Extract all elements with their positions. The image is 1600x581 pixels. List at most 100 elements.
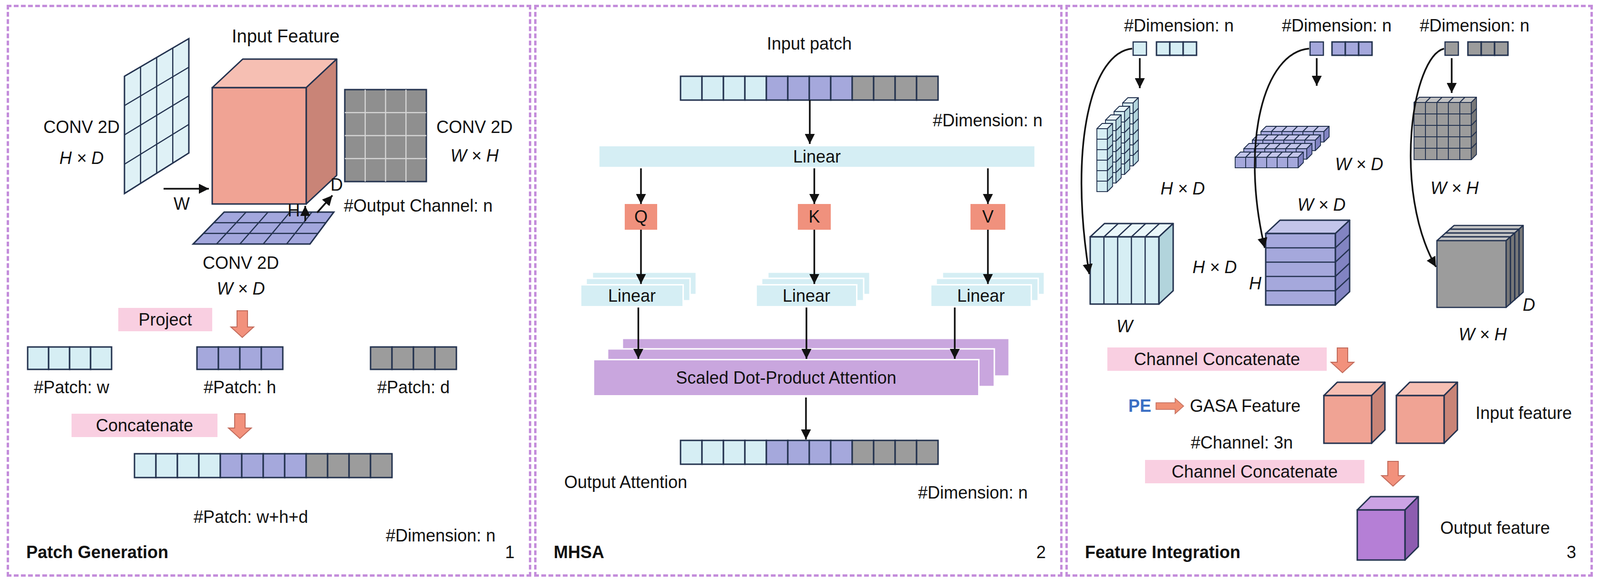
step-box: Channel Concatenate xyxy=(1145,460,1365,484)
patch-bar xyxy=(895,76,917,101)
patch-bar xyxy=(873,440,896,465)
panel-title: Feature Integration xyxy=(1084,542,1241,563)
encoding-label: PE xyxy=(1128,396,1152,416)
unit-bar xyxy=(1358,41,1373,56)
patch-bar xyxy=(155,454,178,478)
input-feature-cube xyxy=(306,59,337,205)
slice-line xyxy=(1335,234,1350,248)
unit-bar xyxy=(1169,41,1184,56)
slice-line xyxy=(1116,237,1119,305)
patch-bar xyxy=(852,440,874,465)
mhsa-figure xyxy=(586,76,1045,465)
feature-cube xyxy=(1090,237,1159,305)
block-arrow xyxy=(228,413,252,439)
voxel xyxy=(1459,125,1472,137)
voxel xyxy=(1436,136,1449,149)
axis-label: H xyxy=(287,200,300,221)
unit-bar xyxy=(1331,41,1346,56)
step-box: Project xyxy=(118,308,213,332)
patch-bar xyxy=(787,76,810,101)
voxel xyxy=(1235,157,1246,168)
input-feature-cube xyxy=(212,87,307,205)
conv-kernel-grid xyxy=(124,124,189,165)
unit-bar xyxy=(1156,41,1170,56)
slice-line xyxy=(1265,276,1336,278)
box-label: Project xyxy=(138,309,192,330)
flow-arrow xyxy=(1315,58,1318,86)
dimension-label: W × D xyxy=(1297,195,1346,215)
voxel xyxy=(1107,123,1113,140)
panel: Patch Generation1ProjectConcatenate xyxy=(6,4,532,578)
flow-arrow xyxy=(640,229,642,285)
axis-arrow xyxy=(317,195,333,213)
slice-line xyxy=(1130,237,1133,305)
conv-kernel-grid xyxy=(286,212,312,245)
linear-layer: Linear xyxy=(579,284,684,308)
voxel xyxy=(1256,157,1267,168)
voxel xyxy=(1133,97,1139,114)
dimension-label: W × H xyxy=(450,145,499,166)
conv-kernel-grid xyxy=(344,134,427,137)
feature-cube xyxy=(1514,229,1519,300)
slice-line xyxy=(1335,277,1350,291)
conv-kernel-grid xyxy=(213,222,326,224)
voxel xyxy=(1414,125,1426,137)
feature-cube xyxy=(1510,233,1515,304)
patch-bar xyxy=(370,454,393,478)
flow-arrow xyxy=(808,100,811,145)
box-label: Concatenate xyxy=(95,415,194,436)
axis-label: H xyxy=(1249,273,1262,294)
block-arrow xyxy=(1381,461,1405,487)
patch-bar xyxy=(220,454,242,478)
dimension-note: #Dimension: n xyxy=(1281,15,1392,36)
patch-bar xyxy=(680,76,702,101)
patch-bar xyxy=(27,347,49,370)
feature-cube xyxy=(1396,395,1445,444)
dimension-note: #Dimension: n xyxy=(918,483,1028,503)
flow-arrow xyxy=(953,307,956,360)
voxel xyxy=(1471,97,1477,114)
axis-label: D xyxy=(1522,295,1536,315)
feature-label: Output feature xyxy=(1440,518,1550,538)
conv-kernel-grid xyxy=(124,67,189,106)
slice-line xyxy=(1144,237,1146,305)
flow-arrow xyxy=(987,229,990,285)
unit-bar xyxy=(1345,41,1359,56)
flow-arrow xyxy=(987,168,990,205)
slice-line xyxy=(1131,223,1146,238)
voxel xyxy=(1124,106,1130,123)
patch-bar xyxy=(284,454,307,478)
box-label: Linear xyxy=(957,286,1005,306)
voxel xyxy=(1459,136,1472,149)
unit-bar xyxy=(1481,41,1495,56)
voxel xyxy=(1414,113,1426,126)
box-label: Channel Concatenate xyxy=(1134,349,1301,370)
feature-cube xyxy=(1335,220,1350,306)
patch-bar xyxy=(723,76,745,101)
voxel xyxy=(1448,148,1460,160)
dimension-note: #Dimension: n xyxy=(1419,15,1530,36)
patch-bar xyxy=(916,440,939,465)
voxel xyxy=(1277,157,1288,168)
key-box: K xyxy=(797,204,831,230)
dimension-label: W × D xyxy=(216,278,265,299)
flow-arrow xyxy=(1450,58,1453,93)
voxel xyxy=(1448,136,1460,149)
voxel xyxy=(1115,114,1122,131)
patch-bar xyxy=(434,347,457,370)
curved-arrow xyxy=(1254,48,1310,248)
layer-name: CONV 2D xyxy=(43,117,120,137)
panel-title: Patch Generation xyxy=(26,542,169,563)
conv-kernel-grid xyxy=(344,89,427,182)
patch-count: #Patch: d xyxy=(377,377,450,398)
patch-bar xyxy=(701,440,724,465)
patch-bar xyxy=(218,347,240,370)
dimension-label: H × D xyxy=(1192,257,1237,278)
feature-cube xyxy=(1265,233,1336,306)
voxel xyxy=(1287,157,1299,168)
conv-kernel-grid xyxy=(203,232,319,235)
patch-bar xyxy=(809,440,831,465)
voxel xyxy=(1298,152,1304,168)
patch-count: #Patch: h xyxy=(203,377,277,398)
conv-kernel-grid xyxy=(124,95,189,135)
